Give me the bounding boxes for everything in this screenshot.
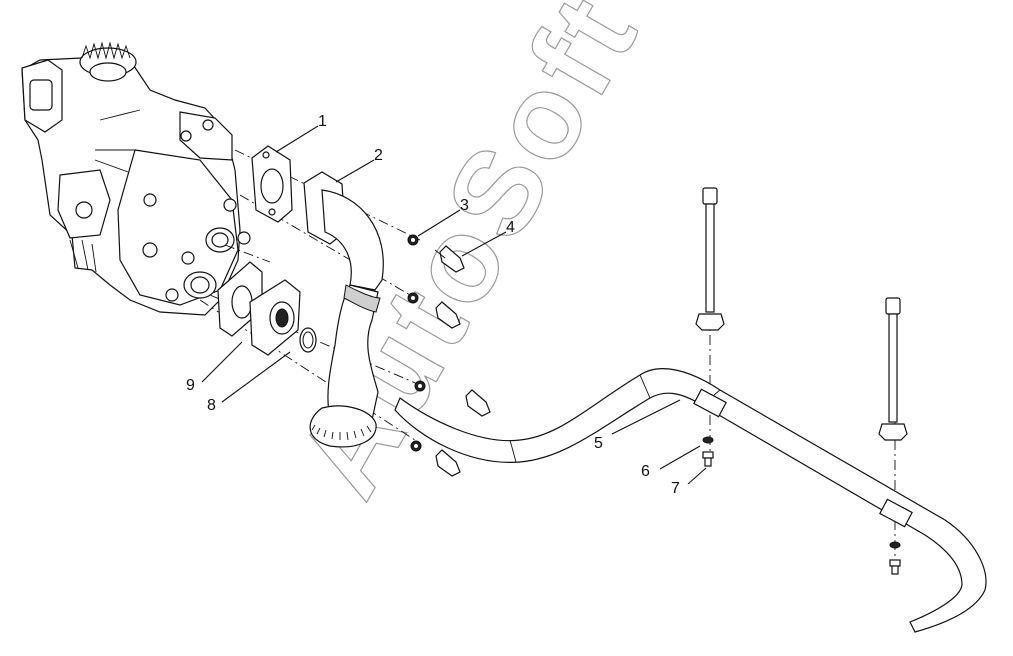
pump-outlet-port xyxy=(205,227,235,253)
callout-9: 9 xyxy=(186,377,195,394)
clamp-washer-screw-2 xyxy=(889,541,901,575)
oil-pump-assembly xyxy=(21,41,251,316)
callout-6: 6 xyxy=(641,463,650,480)
washer-bolt-set-2 xyxy=(407,292,461,329)
drive-gear xyxy=(79,41,137,82)
callout-4: 4 xyxy=(506,219,515,236)
cover-bolts xyxy=(142,119,251,302)
suction-pipe xyxy=(303,171,384,448)
callout-7: 7 xyxy=(671,480,680,497)
leader-lines xyxy=(201,125,707,485)
callout-1: 1 xyxy=(318,113,327,130)
long-bolt-1 xyxy=(695,187,725,331)
long-bolt-2 xyxy=(878,297,908,441)
callout-8: 8 xyxy=(207,397,216,414)
washer-bolt-set-3 xyxy=(414,380,491,417)
callout-2: 2 xyxy=(374,147,383,164)
washer-bolt-set-1 xyxy=(407,234,465,273)
callout-3: 3 xyxy=(460,197,469,214)
upper-gasket xyxy=(251,145,293,223)
oil-return-tube xyxy=(394,368,987,633)
clamp-washer-screw-1 xyxy=(702,436,714,467)
callout-5: 5 xyxy=(594,435,603,452)
flange-adapter xyxy=(249,279,317,356)
washer-bolt-set-4 xyxy=(410,440,461,477)
callout-labels: 1 2 3 4 5 6 7 8 9 xyxy=(186,113,680,497)
washer-bolt-sets xyxy=(407,234,491,477)
pump-inlet-port xyxy=(183,271,217,299)
